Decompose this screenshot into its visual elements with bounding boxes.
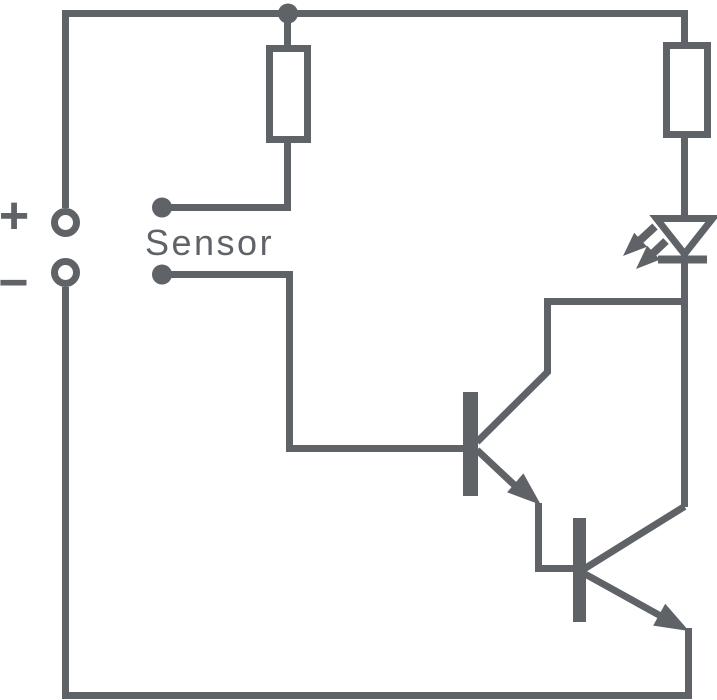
q2-emitter-shaft (583, 570, 670, 624)
minus-icon: − (0, 254, 29, 312)
light-arrow-1-head (623, 232, 648, 256)
sensor-to-base-wire (162, 271, 463, 452)
q1-base-bar (463, 392, 478, 496)
led (623, 215, 717, 269)
resistor1-body (266, 45, 311, 143)
q1-emitter-arrowhead (507, 473, 541, 505)
led-cathode-bar (658, 255, 707, 264)
light-arrow-2-head (636, 245, 661, 269)
transistor-q1 (463, 392, 541, 505)
q2-collector-wire (582, 503, 687, 572)
negative-terminal-circle (51, 258, 80, 287)
resistor1-to-sensor-wire (162, 139, 291, 211)
positive-rail-wire (62, 10, 688, 208)
positive-terminal-circle (51, 208, 80, 237)
plus-icon: + (0, 187, 29, 245)
transistor-q2 (573, 503, 689, 631)
q2-base-bar (573, 518, 586, 622)
resistor2-body (663, 42, 711, 138)
q1-emitter-to-q2-base-wire (535, 503, 573, 572)
q2-emitter-arrowhead (653, 603, 689, 631)
negative-rail-wire (62, 287, 692, 699)
junction-dot (278, 3, 298, 24)
sensor-label: Sensor (145, 222, 274, 263)
led-triangle (649, 215, 717, 260)
sensor-terminal-top-dot (152, 197, 172, 218)
led-light-arrows (623, 223, 669, 269)
led-to-q1-collector-wire (474, 298, 685, 445)
